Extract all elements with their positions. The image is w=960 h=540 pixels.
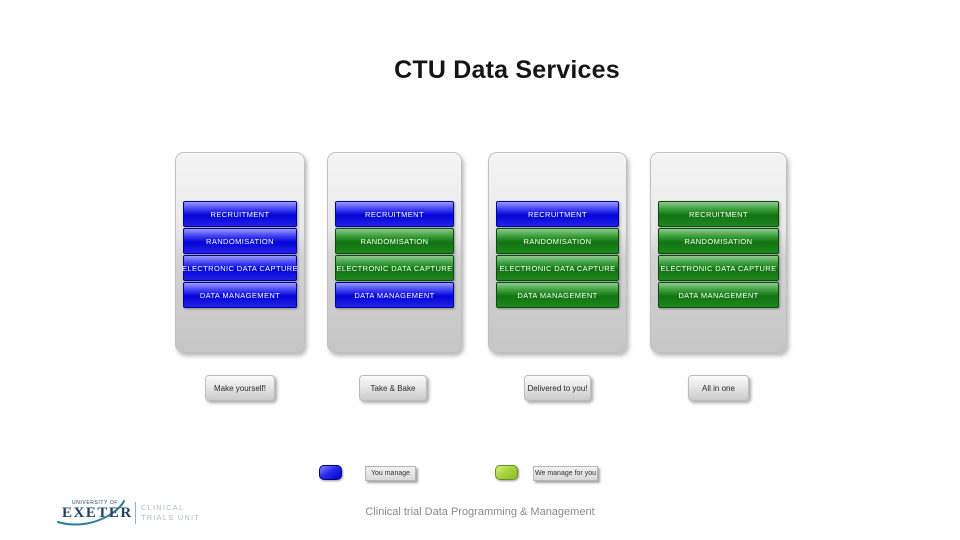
column-label-delivered-to-you[interactable]: Delivered to you! (524, 375, 591, 401)
button-stack: RECRUITMENT RANDOMISATION ELECTRONIC DAT… (658, 201, 779, 308)
legend-swatch-you-manage (319, 465, 342, 480)
column-label-make-yourself[interactable]: Make yourself! (205, 375, 275, 401)
university-of-exeter-wordmark: UNIVERSITY OF EXETER (57, 498, 133, 528)
exeter-swoosh-icon (57, 500, 125, 526)
university-name-text: EXETER (62, 505, 133, 521)
legend-label-you-manage: You manage (365, 466, 416, 481)
service-button-data-management[interactable]: DATA MANAGEMENT (658, 282, 779, 308)
service-button-randomisation[interactable]: RANDOMISATION (183, 228, 297, 254)
button-stack: RECRUITMENT RANDOMISATION ELECTRONIC DAT… (335, 201, 454, 308)
legend-swatch-we-manage (495, 465, 518, 480)
ctu-line2: TRIALS UNIT (141, 513, 201, 522)
service-button-recruitment[interactable]: RECRUITMENT (335, 201, 454, 227)
service-button-electronic-data-capture[interactable]: ELECTRONIC DATA CAPTURE (335, 255, 454, 281)
service-button-randomisation[interactable]: RANDOMISATION (335, 228, 454, 254)
button-stack: RECRUITMENT RANDOMISATION ELECTRONIC DAT… (182, 201, 298, 308)
exeter-ctu-logo: UNIVERSITY OF EXETER CLINICAL TRIALS UNI… (57, 498, 200, 528)
column-label-all-in-one[interactable]: All in one (688, 375, 749, 401)
clinical-trials-unit-text: CLINICAL TRIALS UNIT (141, 503, 200, 524)
university-prefix-text: UNIVERSITY OF (72, 500, 119, 506)
legend-label-we-manage: We manage for you (533, 466, 598, 481)
service-button-recruitment[interactable]: RECRUITMENT (496, 201, 619, 227)
button-stack: RECRUITMENT RANDOMISATION ELECTRONIC DAT… (496, 201, 619, 308)
service-panel-all-in-one: RECRUITMENT RANDOMISATION ELECTRONIC DAT… (650, 152, 787, 353)
service-panel-make-yourself: RECRUITMENT RANDOMISATION ELECTRONIC DAT… (175, 152, 305, 353)
logo-divider (135, 502, 136, 524)
service-button-data-management[interactable]: DATA MANAGEMENT (183, 282, 297, 308)
service-button-data-management[interactable]: DATA MANAGEMENT (335, 282, 454, 308)
service-button-electronic-data-capture[interactable]: ELECTRONIC DATA CAPTURE (658, 255, 779, 281)
service-button-randomisation[interactable]: RANDOMISATION (496, 228, 619, 254)
service-button-recruitment[interactable]: RECRUITMENT (658, 201, 779, 227)
column-label-take-and-bake[interactable]: Take & Bake (359, 375, 427, 401)
service-panel-take-and-bake: RECRUITMENT RANDOMISATION ELECTRONIC DAT… (327, 152, 462, 353)
page-title: CTU Data Services (394, 56, 620, 84)
service-button-recruitment[interactable]: RECRUITMENT (183, 201, 297, 227)
ctu-line1: CLINICAL (141, 502, 185, 512)
service-button-electronic-data-capture[interactable]: ELECTRONIC DATA CAPTURE (496, 255, 619, 281)
footer-caption: Clinical trial Data Programming & Manage… (365, 506, 595, 518)
service-button-electronic-data-capture[interactable]: ELECTRONIC DATA CAPTURE (182, 255, 298, 281)
service-button-data-management[interactable]: DATA MANAGEMENT (496, 282, 619, 308)
service-panel-delivered-to-you: RECRUITMENT RANDOMISATION ELECTRONIC DAT… (488, 152, 627, 353)
service-button-randomisation[interactable]: RANDOMISATION (658, 228, 779, 254)
